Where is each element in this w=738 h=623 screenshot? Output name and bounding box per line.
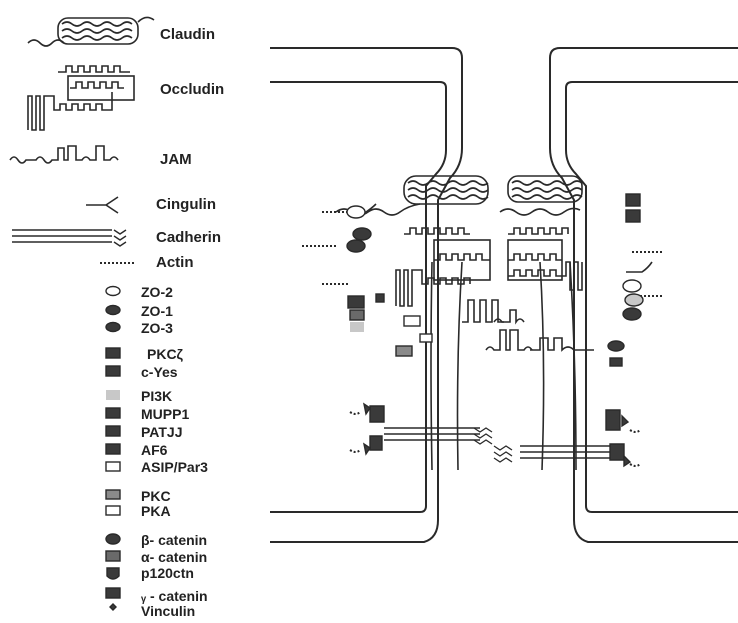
left-strand-1 <box>431 262 432 470</box>
cadherin-right <box>494 446 610 462</box>
zo1-left <box>353 228 371 240</box>
left-cell-membrane <box>270 48 462 542</box>
zo3-right <box>623 308 641 320</box>
actin-8 <box>630 430 640 432</box>
af6-left <box>376 294 384 302</box>
jam-left <box>462 300 524 322</box>
actin-6 <box>350 412 360 414</box>
left-strand-2 <box>458 262 463 470</box>
asip-left <box>404 316 420 326</box>
zo2-right <box>623 280 641 292</box>
acat-left-bottom <box>370 436 382 450</box>
patjj-left <box>350 310 364 320</box>
cyes-right <box>626 210 640 222</box>
acat-left-top <box>370 406 384 422</box>
af6-right <box>610 358 622 366</box>
cingulin-right <box>626 262 652 272</box>
vinc-right-bottom <box>624 456 630 466</box>
vinc-right-top <box>622 416 628 426</box>
actin-7 <box>350 450 360 452</box>
acat-right-top <box>606 410 620 430</box>
mupp1-left <box>348 296 364 308</box>
jam-right <box>486 330 594 350</box>
pi3k-left <box>350 322 364 332</box>
actin-9 <box>630 464 640 466</box>
occludin-left <box>396 228 490 306</box>
zo1-right-2 <box>608 341 624 351</box>
claudin-right <box>500 176 582 215</box>
zo1-right <box>625 294 643 306</box>
vinc-left-top <box>364 404 370 414</box>
vinc-left-bottom <box>364 444 370 454</box>
pkc-left <box>396 346 412 356</box>
zo2-left <box>347 206 365 218</box>
acat-right-bottom <box>610 444 624 460</box>
pkczeta-right <box>626 194 640 206</box>
zo3-left <box>347 240 365 252</box>
pka-left <box>420 334 432 342</box>
right-strand-1 <box>540 262 544 470</box>
